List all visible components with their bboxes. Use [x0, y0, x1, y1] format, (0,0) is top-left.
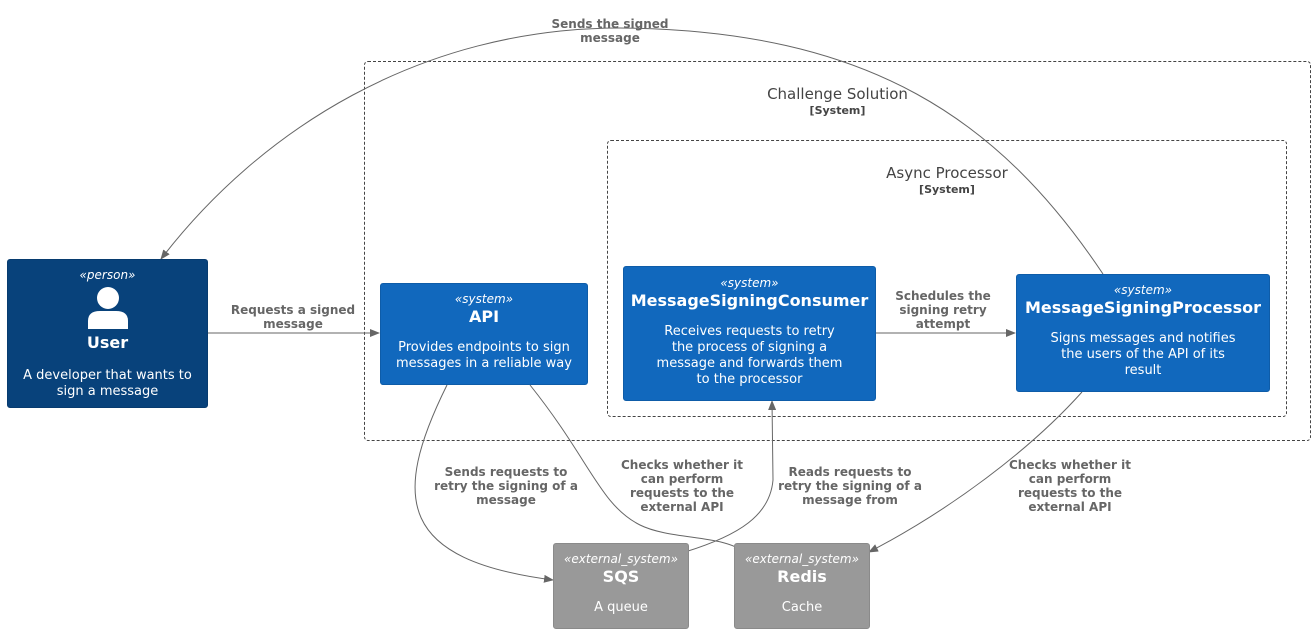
edge-label-line: Schedules the: [895, 289, 991, 303]
edge-label-line: attempt: [915, 317, 971, 331]
edge-label-sends-requests-retry: Sends requests to retry the signing of a…: [416, 465, 596, 507]
edge-label-line: message: [476, 493, 536, 507]
edge-label-line: Sends requests to: [444, 465, 568, 479]
node-desc-line: A developer that wants to: [23, 368, 192, 383]
edge-label-line: Requests a signed: [230, 303, 356, 317]
edge-label-line: message: [263, 317, 323, 331]
node-desc-line: Cache: [781, 600, 823, 615]
node-message-signing-processor[interactable]: «system» MessageSigningProcessor Signs m…: [1016, 274, 1270, 392]
node-title: Redis: [777, 567, 827, 586]
node-api[interactable]: «system» API Provides endpoints to sign …: [380, 283, 588, 385]
node-stereotype: «external_system»: [564, 552, 678, 566]
edge-label-line: requests to the: [1017, 486, 1123, 500]
edge-api-checks: [529, 384, 744, 553]
edge-label-line: retry the signing of a: [434, 479, 578, 493]
person-icon: [87, 287, 128, 329]
edge-label-line: retry the signing of a: [778, 479, 922, 493]
node-redis[interactable]: «external_system» Redis Cache: [734, 543, 870, 629]
node-sqs[interactable]: «external_system» SQS A queue: [553, 543, 689, 629]
edge-sends-signed-message: [160, 27, 1104, 275]
edge-label-line: external API: [1028, 500, 1112, 514]
boundary-type: [System]: [809, 104, 866, 117]
edge-label-processor-checks: Checks whether it can perform requests t…: [995, 458, 1145, 514]
edge-label-line: message: [580, 31, 640, 45]
edge-label-line: external API: [640, 500, 724, 514]
edge-label-line: can perform: [640, 472, 724, 486]
edge-label-api-checks: Checks whether it can perform requests t…: [607, 458, 757, 514]
node-title: API: [468, 307, 500, 326]
edge-label-reads-requests: Reads requests to retry the signing of a…: [760, 465, 940, 507]
edge-reads-requests: [684, 400, 777, 553]
node-stereotype: «system»: [1113, 283, 1173, 297]
node-desc-line: Receives requests to retry: [664, 324, 835, 339]
edge-label-line: requests to the: [629, 486, 735, 500]
node-stereotype: «system»: [454, 292, 514, 306]
node-stereotype: «person»: [79, 268, 136, 282]
node-desc-line: message and forwards them: [656, 356, 843, 371]
node-desc-line: the users of the API of its: [1061, 347, 1225, 362]
node-title: SQS: [602, 567, 640, 586]
node-desc-line: the process of signing a: [671, 340, 828, 355]
edge-sends-requests-retry: [414, 384, 554, 583]
edge-label-line: can perform: [1028, 472, 1112, 486]
boundary-type: [System]: [919, 183, 975, 196]
edge-label-line: signing retry: [899, 303, 987, 317]
boundary-async-processor: Async Processor [System]: [607, 140, 1287, 417]
edge-label-schedules-retry: Schedules the signing retry attempt: [873, 289, 1013, 331]
boundary-challenge-solution: Challenge Solution [System]: [364, 61, 1311, 441]
node-title: MessageSigningProcessor: [1025, 298, 1261, 317]
edge-label-line: Sends the signed: [551, 17, 669, 31]
node-stereotype: «external_system»: [745, 552, 859, 566]
node-desc-line: messages in a reliable way: [396, 356, 572, 371]
node-stereotype: «system»: [720, 276, 779, 290]
edge-label-line: Checks whether it: [620, 458, 744, 472]
edge-label-line: message from: [802, 493, 898, 507]
node-desc-line: A queue: [594, 600, 648, 615]
node-desc-line: sign a message: [56, 384, 159, 399]
node-message-signing-consumer[interactable]: «system» MessageSigningConsumer Receives…: [623, 266, 876, 401]
boundary-title: Challenge Solution: [767, 85, 908, 103]
edge-processor-checks: [868, 391, 1083, 553]
boundary-title: Async Processor: [886, 164, 1008, 182]
node-desc-line: to the processor: [696, 372, 803, 387]
edge-label-line: Reads requests to: [788, 465, 912, 479]
edge-label-sends-signed-message: Sends the signed message: [520, 17, 700, 45]
edge-label-requests-signed-message: Requests a signed message: [203, 303, 383, 331]
node-title: MessageSigningConsumer: [630, 291, 869, 310]
node-title: User: [86, 333, 129, 352]
node-desc-line: Provides endpoints to sign: [398, 340, 570, 355]
node-desc-line: Signs messages and notifies: [1050, 331, 1236, 346]
edge-label-line: Checks whether it: [1008, 458, 1132, 472]
node-user[interactable]: «person» User A developer that wants to …: [7, 259, 208, 408]
node-desc-line: result: [1124, 363, 1162, 378]
